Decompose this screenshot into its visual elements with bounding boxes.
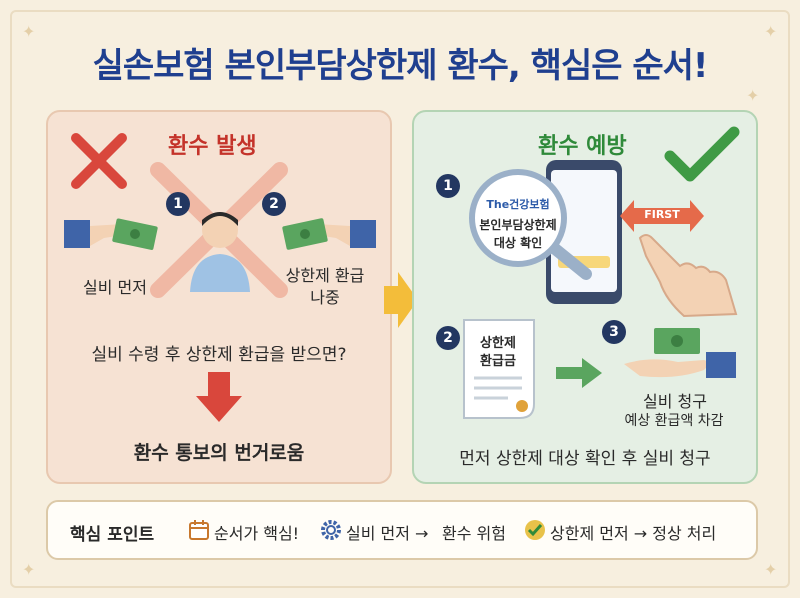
calendar-icon — [189, 520, 209, 540]
summary-text: 먼저 상한제 대상 확인 후 실비 청구 — [459, 449, 711, 469]
check-circle-icon — [525, 520, 545, 540]
pointing-hand-icon — [638, 234, 738, 318]
left-panel-heading: 환수 발생 — [168, 134, 257, 159]
claim-line-1: 실비 청구 — [643, 392, 707, 411]
label-refund: 상한제 환급 — [285, 266, 365, 285]
right-arrow-icon — [384, 272, 418, 328]
magnifier-line-1: 본인부담상한제 — [479, 218, 557, 232]
x-mark-icon — [71, 133, 127, 189]
question-text: 실비 수령 후 상한제 환급을 받으면? — [91, 345, 347, 365]
person-icon — [190, 212, 250, 292]
sparkle-icon: ✦ — [764, 22, 778, 41]
key-points-label: 핵심 포인트 — [70, 525, 155, 545]
magnifier-brand: The건강보험 — [486, 198, 550, 211]
step-1-badge: 1 — [166, 192, 190, 216]
hand-money-right-icon — [282, 218, 376, 250]
check-mark-icon — [664, 126, 740, 182]
page-title: 실손보험 본인부담상한제 환수, 핵심은 순서! — [92, 46, 709, 86]
sparkle-icon: ✦ — [764, 560, 778, 579]
gear-icon — [321, 520, 341, 540]
point-order-is-key: 순서가 핵심! — [214, 524, 300, 543]
claim-line-2: 예상 환급액 차감 — [624, 413, 724, 429]
doc-line-2: 환급금 — [480, 354, 516, 369]
down-arrow-icon — [196, 372, 242, 422]
point-limit-first: 상한제 먼저 → 정상 처리 — [550, 524, 717, 543]
first-label: FIRST — [644, 208, 680, 221]
point-actual-first: 실비 먼저 → — [346, 524, 429, 543]
point-recovery-risk: 환수 위험 — [442, 524, 506, 543]
hand-money-left-icon — [64, 218, 158, 250]
outer-frame — [10, 10, 790, 588]
step-3-badge: 3 — [602, 320, 626, 344]
step-2-badge: 2 — [262, 192, 286, 216]
step-1-badge: 1 — [436, 174, 460, 198]
right-panel-heading: 환수 예방 — [538, 134, 627, 159]
magnifier-line-2: 대상 확인 — [493, 236, 543, 250]
magnifier-icon — [469, 169, 592, 280]
first-arrow-icon — [620, 200, 704, 232]
key-points-bar: 핵심 포인트 순서가 핵심! 실비 먼저 → 환수 위험 상한제 먼저 → 정상… — [46, 500, 758, 560]
left-panel: 환수 발생 1 2 실비 먼저 상한제 환급 나중 실비 수령 후 상한제 환급… — [46, 110, 392, 484]
green-arrow-icon — [556, 358, 602, 388]
right-panel: 환수 예방 1 The건강보험 본인부담상한제 대상 확인 FIRST 2 상한… — [412, 110, 758, 484]
step-2-badge: 2 — [436, 326, 460, 350]
doc-line-1: 상한제 — [480, 336, 516, 351]
sparkle-icon: ✦ — [746, 86, 760, 105]
sparkle-icon: ✦ — [22, 560, 36, 579]
label-later: 나중 — [310, 288, 340, 307]
sparkle-icon: ✦ — [22, 22, 36, 41]
result-text: 환수 통보의 번거로움 — [133, 442, 305, 464]
document-icon — [463, 319, 535, 419]
hand-receiving-money-icon — [624, 328, 736, 378]
label-actual-cost-first: 실비 먼저 — [83, 278, 147, 297]
